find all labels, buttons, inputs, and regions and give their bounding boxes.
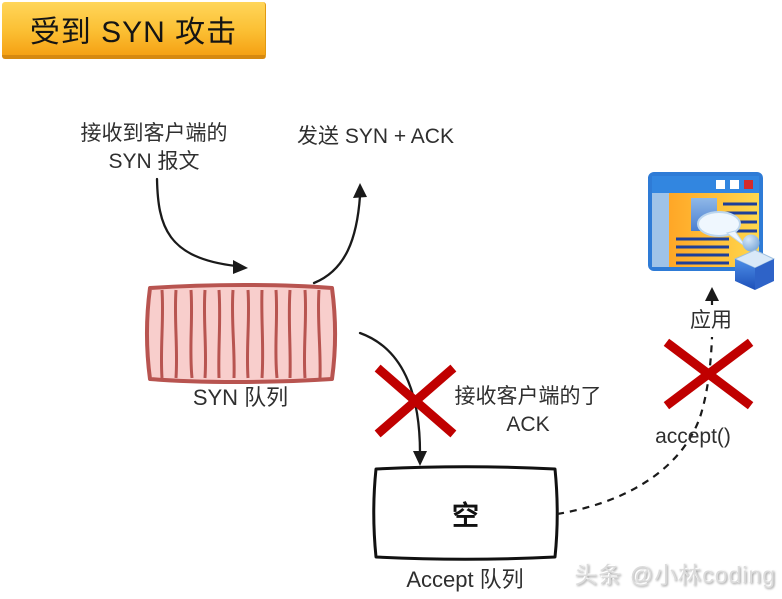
label-syn-queue: SYN 队列	[192, 385, 289, 410]
label-recv-ack: 接收客户端的了 ACK	[454, 385, 602, 436]
dashed-accept-call-line	[556, 336, 714, 516]
app-window-icon	[648, 172, 776, 290]
arrow-recv-syn-to-queue	[155, 177, 248, 274]
speech-bubble-icon	[697, 211, 747, 248]
user-figure-icon	[733, 234, 776, 290]
watermark: 头条 @小林coding	[574, 562, 776, 588]
arrow-queue-to-synack	[312, 183, 367, 285]
syn-queue-shape	[145, 283, 337, 384]
label-accept-call: accept()	[655, 425, 731, 448]
page-title: 受到 SYN 攻击	[29, 15, 238, 49]
arrow-queue-to-accept-queue	[358, 331, 427, 466]
accept-queue-content: 空	[452, 500, 479, 531]
arrow-to-application	[705, 287, 719, 305]
label-send-syn-ack: 发送 SYN + ACK	[297, 125, 454, 148]
red-cross-ack-icon	[374, 364, 457, 438]
label-recv-syn: 接收到客户端的 SYN 报文	[80, 122, 228, 173]
accept-queue-shape	[372, 465, 559, 561]
label-application: 应用	[690, 309, 732, 332]
title-banner: 受到 SYN 攻击	[2, 2, 266, 59]
label-accept-queue: Accept 队列	[406, 567, 524, 592]
red-cross-accept-icon	[663, 338, 754, 410]
